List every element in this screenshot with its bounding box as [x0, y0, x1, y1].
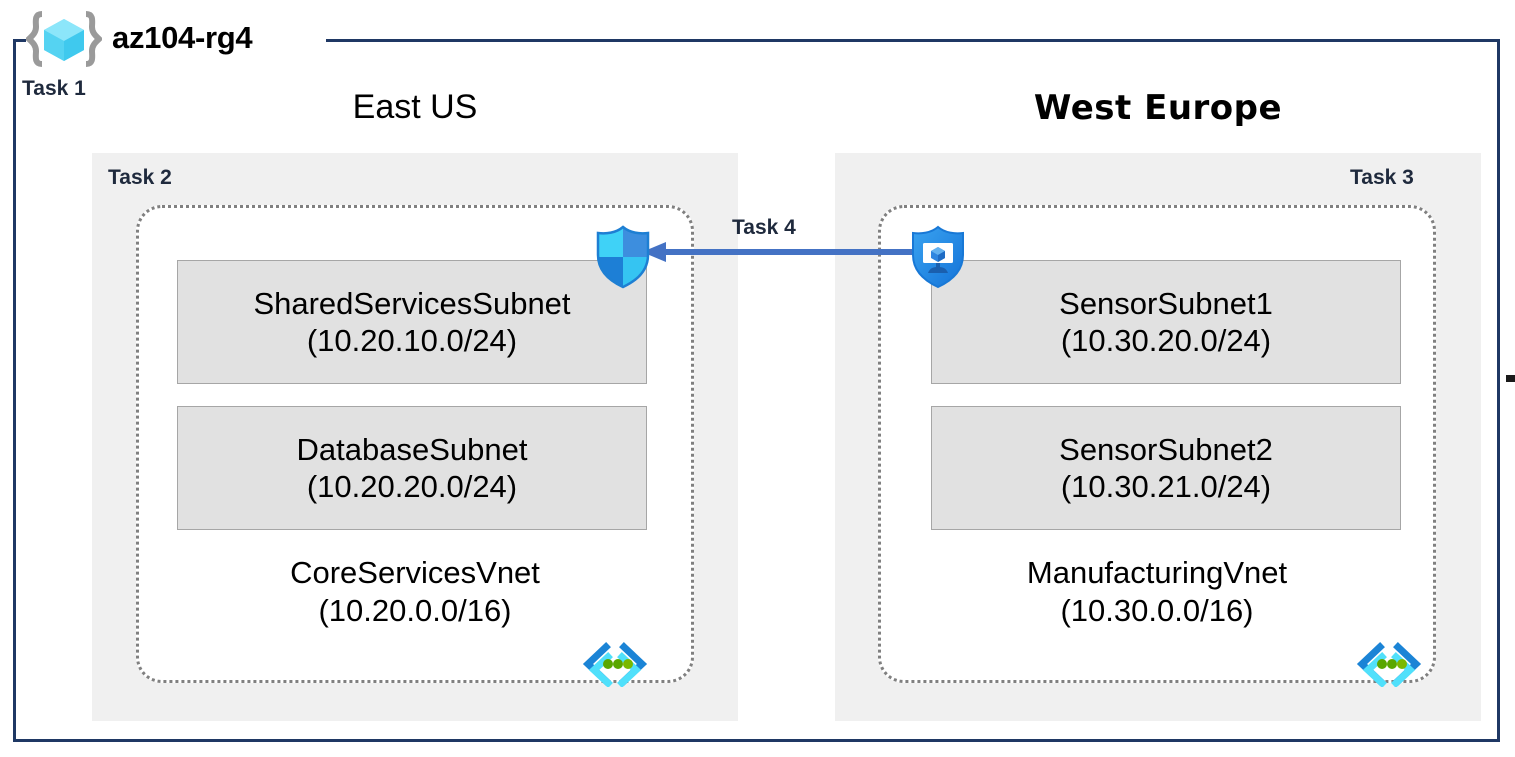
- subnet-name: SensorSubnet1: [1059, 285, 1273, 321]
- subnet-database: DatabaseSubnet (10.20.20.0/24): [177, 406, 647, 530]
- task-1-label: Task 1: [22, 77, 86, 100]
- region-title-west-europe: West Europe: [1033, 88, 1283, 128]
- vnet-name: CoreServicesVnet: [290, 555, 540, 590]
- vnet-manufacturing: SensorSubnet1 (10.30.20.0/24) SensorSubn…: [878, 205, 1436, 688]
- resource-group-frame: [13, 39, 1500, 742]
- virtual-network-icon: [582, 641, 648, 688]
- vnet-address-space: (10.30.0.0/16): [1060, 592, 1254, 628]
- virtual-network-icon: [1356, 641, 1422, 688]
- task-3-label: Task 3: [1350, 166, 1414, 189]
- vnet-peering-arrow: [640, 236, 930, 268]
- subnet-cidr: (10.30.20.0/24): [1060, 323, 1272, 358]
- edge-artifact: [1506, 375, 1515, 382]
- vnet-address-space: (10.20.0.0/16): [318, 592, 512, 628]
- vnet-caption: ManufacturingVnet (10.30.0.0/16): [881, 554, 1433, 630]
- task-4-label: Task 4: [732, 216, 796, 239]
- subnet-cidr: (10.20.20.0/24): [306, 469, 518, 504]
- subnet-sensor-2: SensorSubnet2 (10.30.21.0/24): [931, 406, 1401, 530]
- vnet-caption: CoreServicesVnet (10.20.0.0/16): [139, 554, 691, 630]
- subnet-name: SharedServicesSubnet: [253, 285, 571, 321]
- resource-group-name: az104-rg4: [112, 20, 253, 55]
- task-2-label: Task 2: [108, 166, 172, 189]
- vnet-name: ManufacturingVnet: [1026, 555, 1288, 590]
- subnet-name: DatabaseSubnet: [296, 431, 528, 467]
- subnet-name: SensorSubnet2: [1059, 431, 1273, 467]
- subnet-cidr: (10.20.10.0/24): [306, 323, 518, 358]
- region-title-east-us: East US: [352, 88, 478, 126]
- subnet-cidr: (10.30.21.0/24): [1060, 469, 1272, 504]
- subnet-shared-services: SharedServicesSubnet (10.20.10.0/24): [177, 260, 647, 384]
- network-security-group-vm-shield-icon: [909, 225, 967, 289]
- subnet-sensor-1: SensorSubnet1 (10.30.20.0/24): [931, 260, 1401, 384]
- network-security-group-shield-icon: [594, 225, 652, 289]
- resource-group-cube-icon: [24, 10, 104, 68]
- vnet-core-services: SharedServicesSubnet (10.20.10.0/24) Dat…: [136, 205, 694, 688]
